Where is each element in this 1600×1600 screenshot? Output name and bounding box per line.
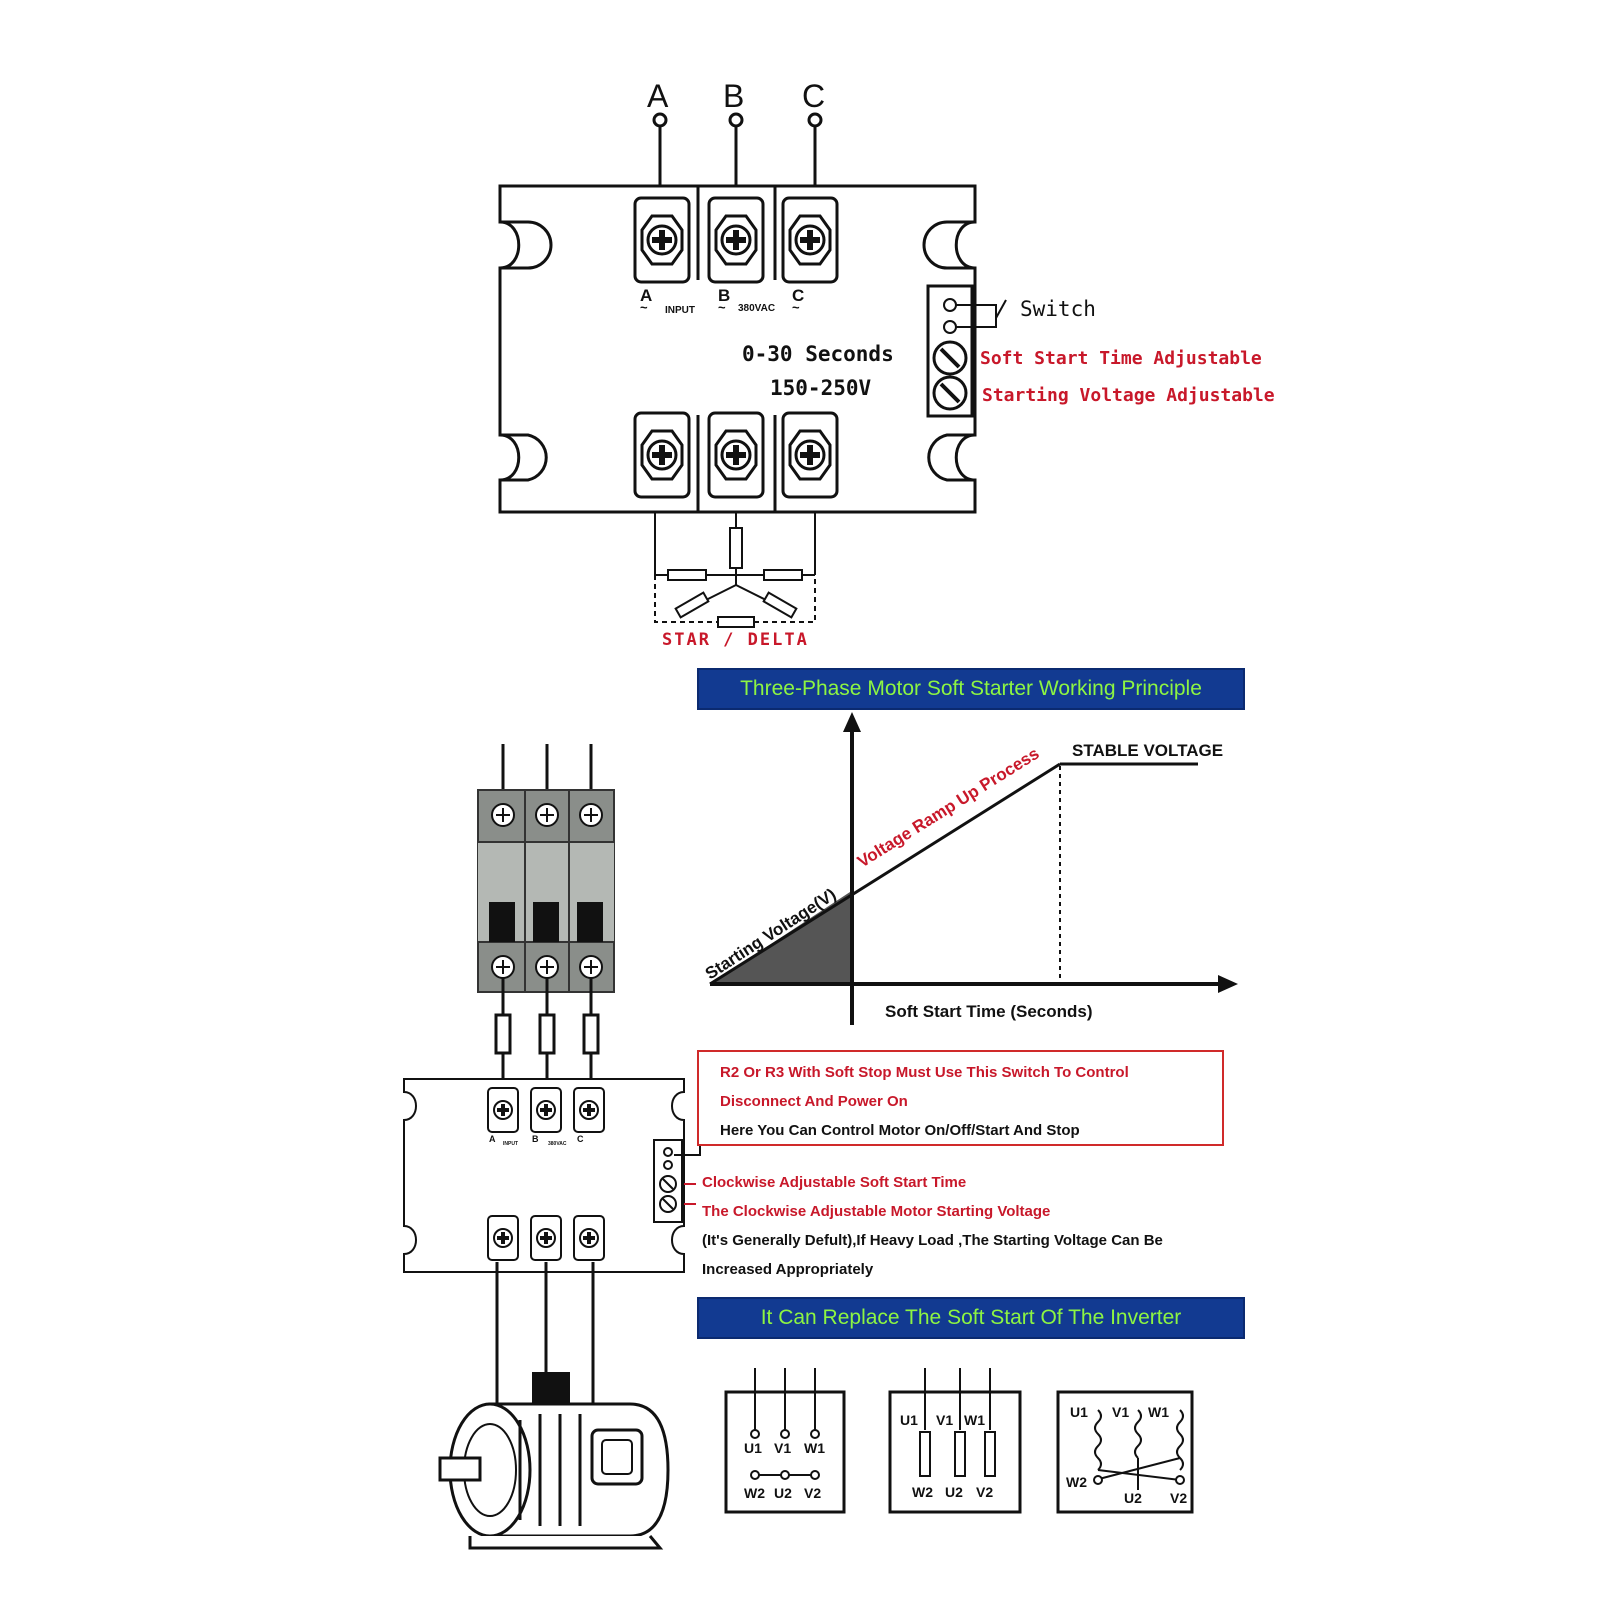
input-label: INPUT xyxy=(665,305,695,316)
wiring-box-1 xyxy=(724,1368,846,1514)
start-voltage-label: Starting Voltage Adjustable xyxy=(982,385,1275,406)
phase-c-label: C xyxy=(792,286,805,305)
voltage-label: 380VAC xyxy=(738,303,776,314)
wire3-v2: V2 xyxy=(1170,1490,1188,1506)
phase-b-tilde: ~ xyxy=(718,300,726,315)
fuse-icon xyxy=(494,978,600,1080)
x-axis-label: Soft Start Time (Seconds) xyxy=(885,1002,1093,1021)
wire1-u1: U1 xyxy=(744,1440,762,1456)
phase-c-tilde: ~ xyxy=(792,300,800,315)
switch-icon xyxy=(943,298,957,312)
wire1-w1: W1 xyxy=(804,1440,825,1456)
star-delta-label: STAR / DELTA xyxy=(662,630,809,650)
mounting-slots xyxy=(500,220,975,482)
terminal-label-b: B xyxy=(723,78,745,114)
wire1-u2: U2 xyxy=(774,1485,792,1501)
wire3-u1: U1 xyxy=(1070,1404,1088,1420)
ramp-line xyxy=(709,762,1061,986)
top-soft-starter xyxy=(498,112,1007,628)
terminal-dividers xyxy=(696,186,777,512)
switch-note-box xyxy=(697,1050,1224,1146)
wiring-box-3 xyxy=(1056,1390,1194,1514)
screw-terminal-icon xyxy=(573,1215,605,1261)
screw-terminal-icon xyxy=(573,1087,605,1133)
wire3-v1: V1 xyxy=(1112,1404,1130,1420)
lower-phase-b: B xyxy=(532,1134,539,1144)
wire3-w2: W2 xyxy=(1066,1474,1087,1490)
wire3-w1: W1 xyxy=(1148,1404,1169,1420)
lower-input-label: INPUT xyxy=(503,1141,518,1147)
lower-phase-c: C xyxy=(577,1134,584,1144)
soft-start-label: Soft Start Time Adjustable xyxy=(980,348,1262,369)
stable-voltage-label: STABLE VOLTAGE xyxy=(1072,741,1223,760)
screw-terminal-icon xyxy=(530,1087,562,1133)
star-delta-network xyxy=(654,512,816,628)
note-line-2: Disconnect And Power On xyxy=(720,1093,908,1110)
wire2-w1: W1 xyxy=(964,1412,985,1428)
wire1-v2: V2 xyxy=(804,1485,822,1501)
screw-terminal-icon xyxy=(487,1087,519,1133)
lower-soft-starter xyxy=(403,1078,701,1273)
wire1-v1: V1 xyxy=(774,1440,792,1456)
note-line-3: Here You Can Control Motor On/Off/Start … xyxy=(720,1122,1080,1139)
circuit-breaker-icon xyxy=(477,744,615,993)
wire2-u1: U1 xyxy=(900,1412,918,1428)
lower-voltage-label: 380VAC xyxy=(548,1141,567,1147)
motor-icon xyxy=(438,1372,670,1550)
wire1-w2: W2 xyxy=(744,1485,765,1501)
adjust-note-1: (It's Generally Defult),If Heavy Load ,T… xyxy=(702,1232,1163,1249)
screw-terminal-icon xyxy=(781,411,839,499)
control-panel xyxy=(926,284,1007,418)
screw-terminal-icon xyxy=(707,196,765,284)
wire2-w2: W2 xyxy=(912,1484,933,1500)
screw-terminal-icon xyxy=(633,411,691,499)
screw-terminal-icon xyxy=(781,196,839,284)
cw-voltage-label: The Clockwise Adjustable Motor Starting … xyxy=(702,1203,1051,1220)
phase-a-tilde: ~ xyxy=(640,300,648,315)
phase-b-label: B xyxy=(718,286,731,305)
lower-phase-a: A xyxy=(489,1134,496,1144)
screw-terminal-icon xyxy=(707,411,765,499)
ramp-label: Voltage Ramp Up Process xyxy=(854,744,1042,872)
switch-label: Switch xyxy=(1020,297,1096,321)
top-device-body xyxy=(498,184,977,514)
screw-terminal-icon xyxy=(633,196,691,284)
wire2-u2: U2 xyxy=(945,1484,963,1500)
note-line-1: R2 Or R3 With Soft Stop Must Use This Sw… xyxy=(720,1064,1129,1081)
terminal-label-a: A xyxy=(647,78,669,114)
wire3-u2: U2 xyxy=(1124,1490,1142,1506)
voltage-range-label: 150-250V xyxy=(770,376,872,400)
adjust-note-2: Increased Appropriately xyxy=(702,1261,874,1278)
time-range-label: 0-30 Seconds xyxy=(742,342,894,366)
terminal-label-c: C xyxy=(802,78,826,114)
principle-title: Three-Phase Motor Soft Starter Working P… xyxy=(697,668,1245,710)
wiring-box-2 xyxy=(888,1368,1022,1514)
principle-graph: STABLE VOLTAGE Voltage Ramp Up Process S… xyxy=(702,712,1238,1025)
screw-terminal-icon xyxy=(487,1215,519,1261)
wire2-v1: V1 xyxy=(936,1412,954,1428)
screw-terminal-icon xyxy=(530,1215,562,1261)
inverter-banner: It Can Replace The Soft Start Of The Inv… xyxy=(697,1297,1245,1339)
wire2-v2: V2 xyxy=(976,1484,994,1500)
potentiometer-icon xyxy=(932,340,968,376)
phase-a-label: A xyxy=(640,286,653,305)
potentiometer-icon xyxy=(932,375,968,411)
cw-time-label: Clockwise Adjustable Soft Start Time xyxy=(702,1174,967,1191)
top-input-leads xyxy=(652,112,823,190)
